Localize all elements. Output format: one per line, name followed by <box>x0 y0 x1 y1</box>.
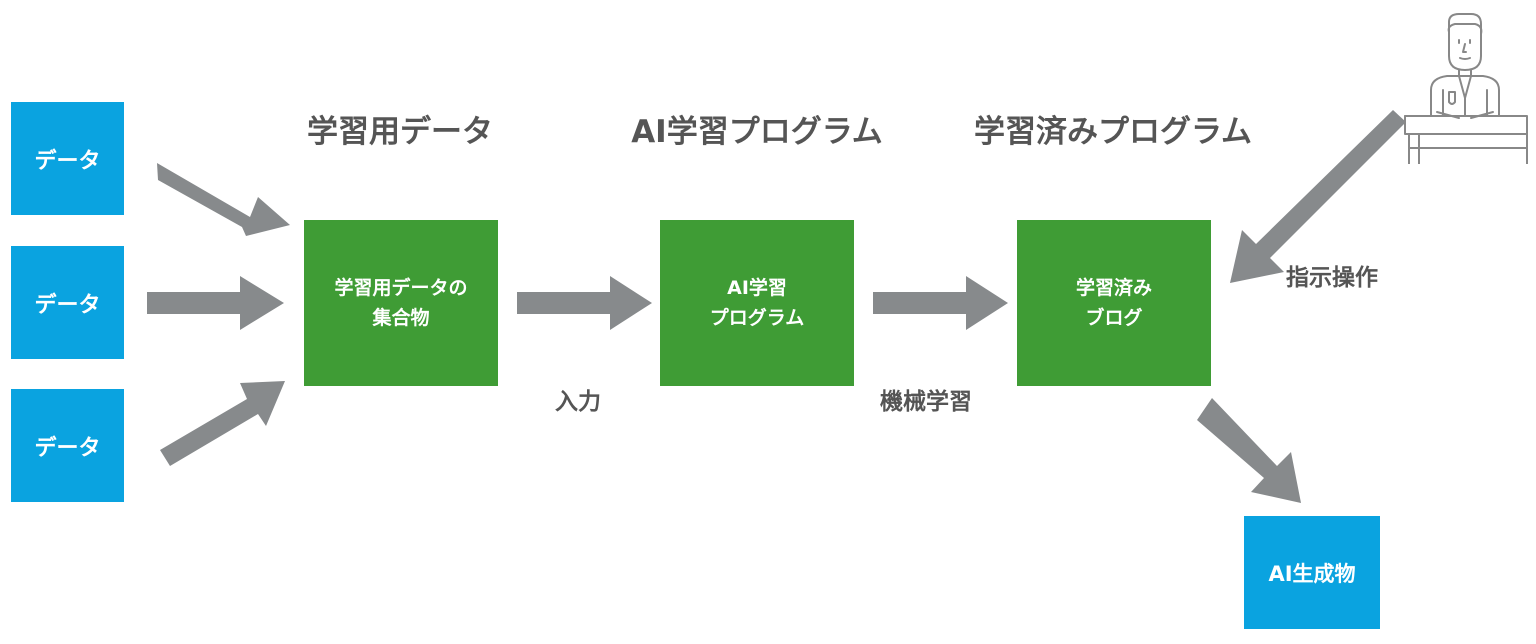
person-at-desk-icon <box>1404 13 1528 164</box>
label-instruction: 指示操作 <box>1286 265 1378 291</box>
data-box-3-label: データ <box>34 435 101 461</box>
arrow-input <box>517 276 652 330</box>
arrow-instruction <box>1230 110 1406 283</box>
ai-program-box-line2: プログラム <box>709 307 805 329</box>
heading-dataset: 学習用データ <box>307 114 493 150</box>
ai-program-box-line1: AI学習 <box>727 277 787 299</box>
ai-program-box: AI学習 プログラム <box>660 220 854 386</box>
label-machine-learning: 機械学習 <box>880 389 972 415</box>
dataset-box: 学習用データの 集合物 <box>304 220 498 386</box>
trained-program-box: 学習済み ブログ <box>1017 220 1211 386</box>
data-box-3: データ <box>11 389 124 502</box>
data-box-2: データ <box>11 246 124 359</box>
data-box-1: データ <box>11 102 124 215</box>
arrow-data1-to-dataset <box>157 163 290 236</box>
arrow-machine-learning <box>873 276 1008 330</box>
arrow-data2-to-dataset <box>147 276 284 330</box>
trained-box-line2: ブログ <box>1085 307 1143 329</box>
dataset-box-line2: 集合物 <box>372 307 430 329</box>
trained-box-line1: 学習済み <box>1075 277 1152 299</box>
heading-trained-program: 学習済みプログラム <box>973 114 1253 150</box>
dataset-box-line1: 学習用データの <box>334 277 468 299</box>
output-box-label: AI生成物 <box>1268 561 1356 586</box>
data-box-1-label: データ <box>34 148 101 174</box>
output-box: AI生成物 <box>1244 516 1380 629</box>
label-input: 入力 <box>555 389 601 415</box>
data-box-2-label: データ <box>34 292 101 318</box>
heading-ai-program: AI学習プログラム <box>631 114 883 150</box>
arrow-data3-to-dataset <box>160 381 285 466</box>
arrow-to-output <box>1197 398 1301 503</box>
